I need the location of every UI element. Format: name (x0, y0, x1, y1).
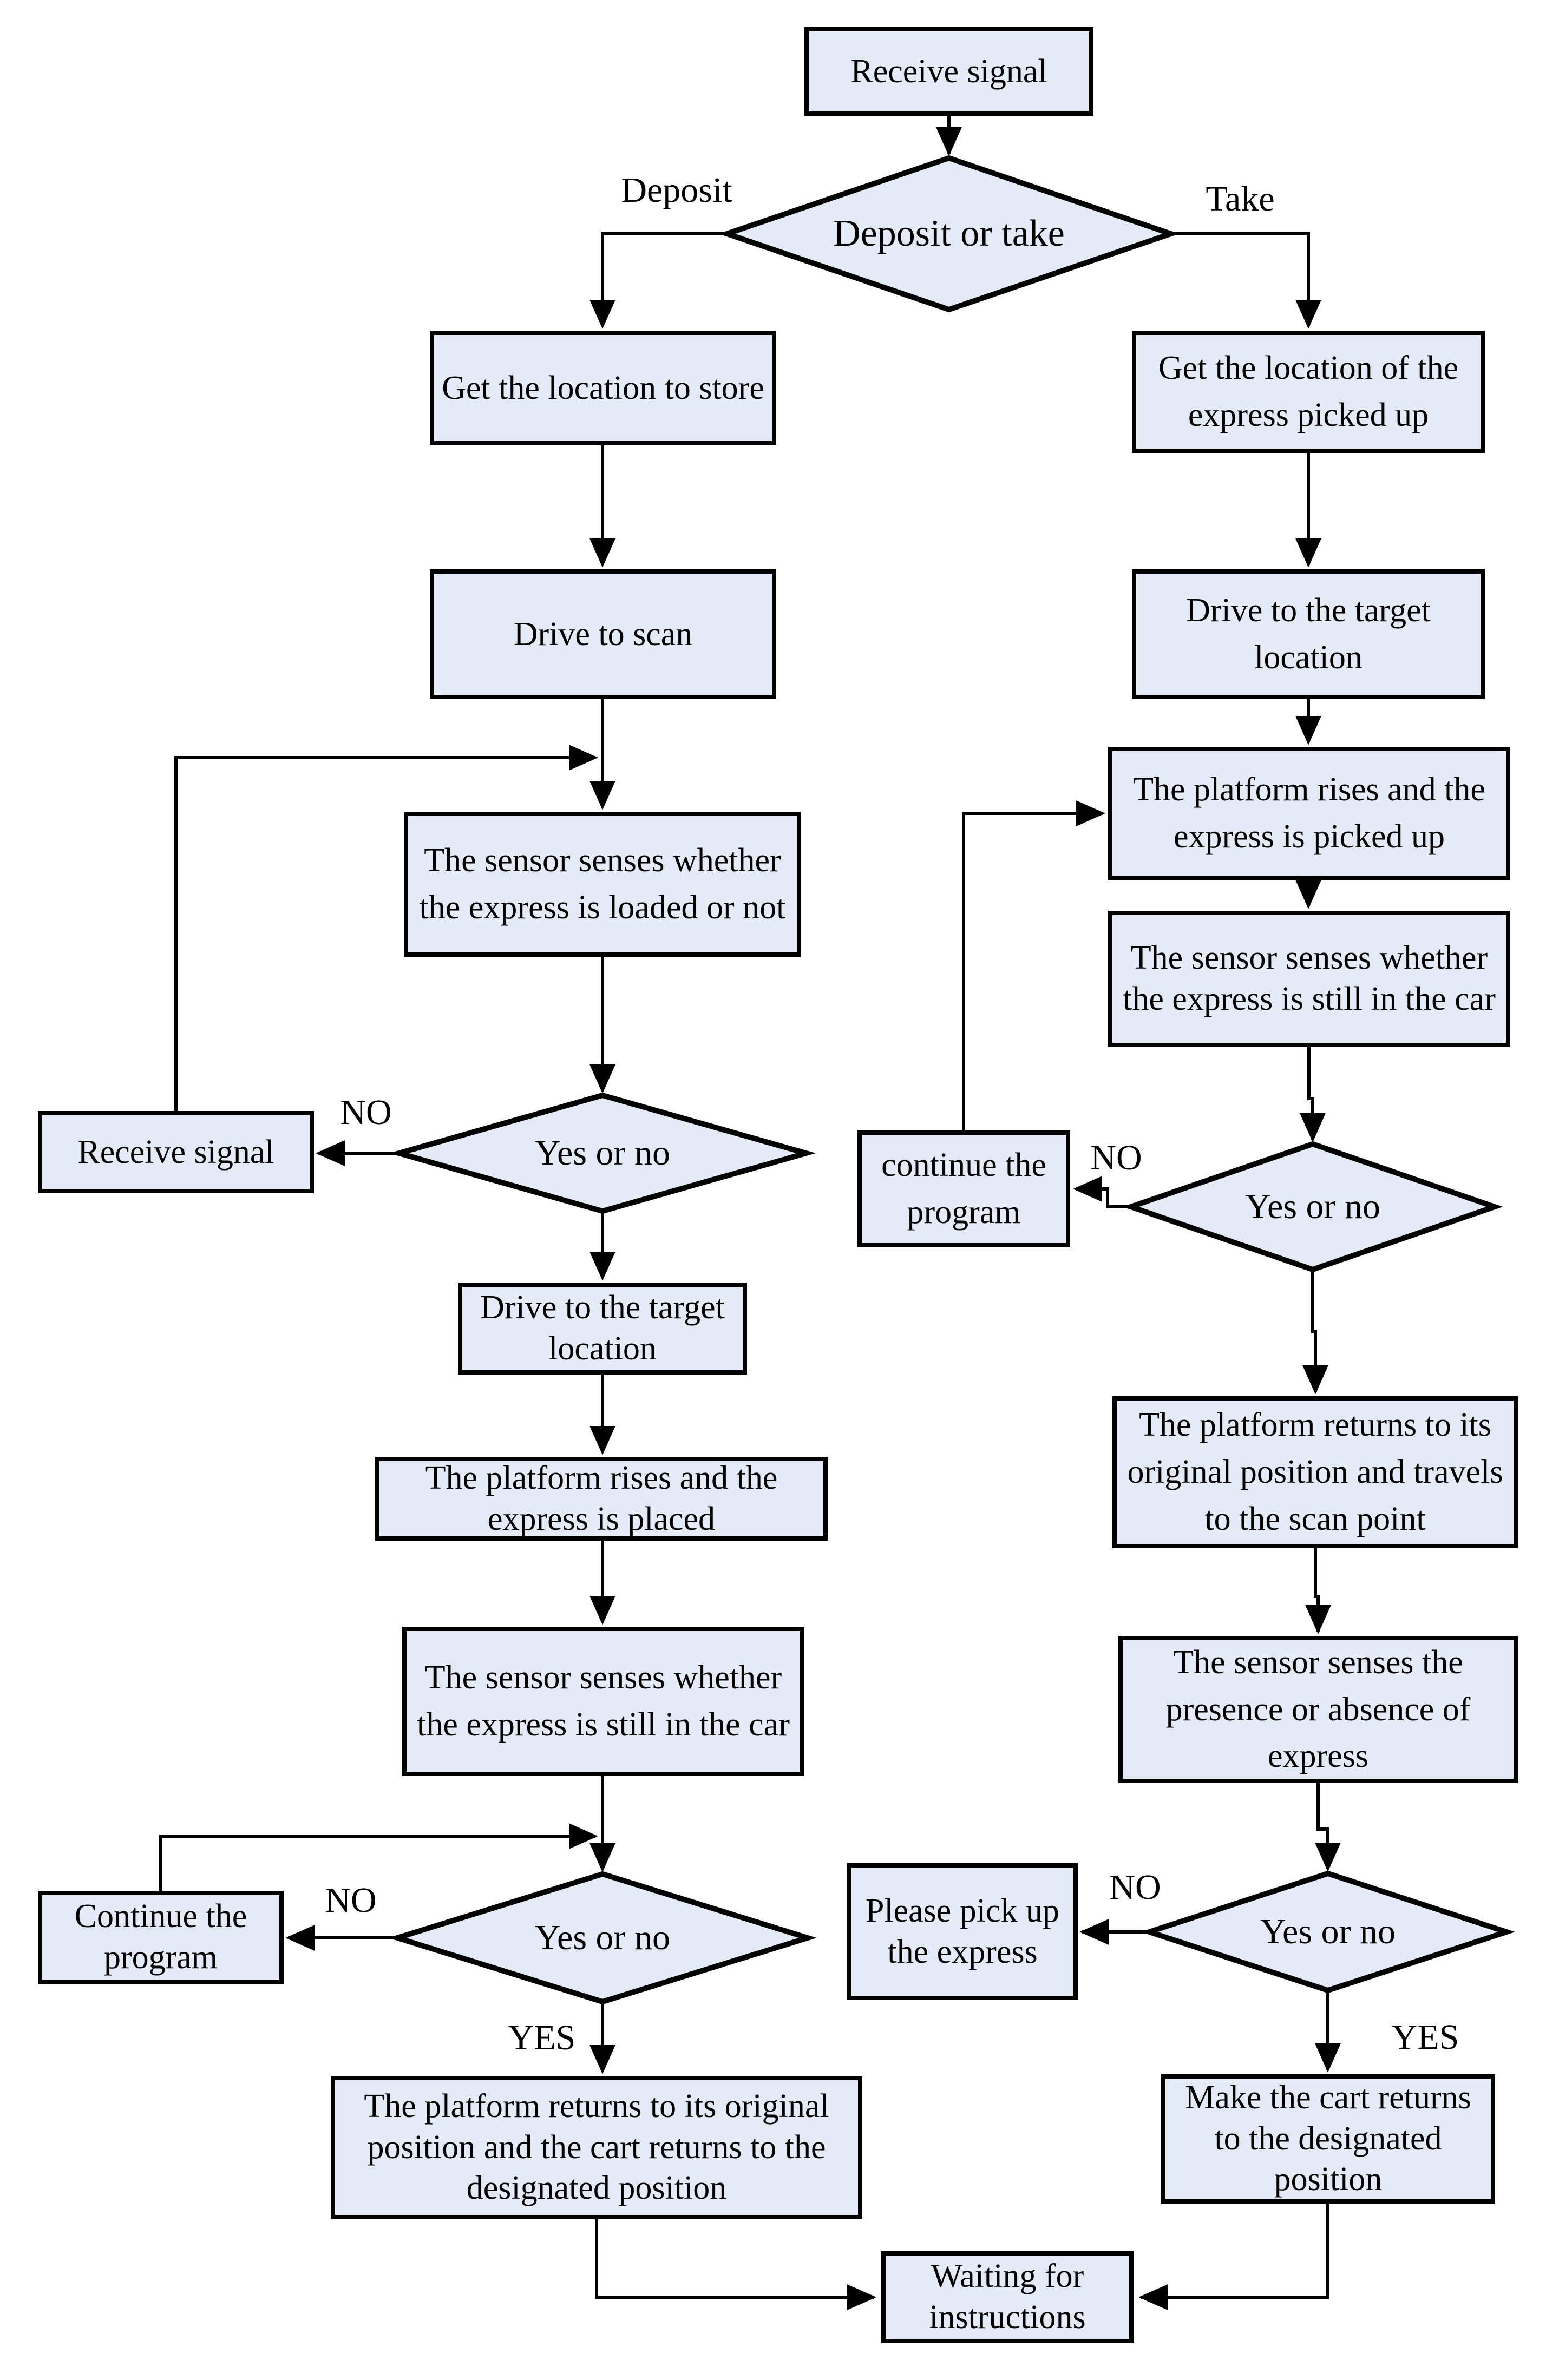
edge-label-no-right-lower: NO (1109, 1868, 1161, 1907)
node-sensor-loaded: The sensor senses whether the express is… (404, 812, 801, 957)
node-sensor-presence-label: The sensor senses the presence or absenc… (1165, 1643, 1471, 1775)
node-platform-rises-picked: The platform rises and the express is pi… (1108, 747, 1510, 880)
decision-deposit-or-take-shape (718, 155, 1180, 313)
edge-label-no-left-upper: NO (340, 1093, 392, 1132)
node-sensor-presence: The sensor senses the presence or absenc… (1118, 1636, 1518, 1783)
edge-loop-continue-left-back (159, 1823, 598, 1891)
node-receive-signal-top: Receive signal (804, 27, 1093, 116)
node-please-pick-up: Please pick up the express (847, 1863, 1078, 2000)
decision-deposit-or-take-label: Deposit or take (833, 213, 1065, 254)
node-platform-rises-picked-label: The platform rises and the express is pi… (1133, 771, 1485, 855)
edge-label-no-right-upper: NO (1090, 1138, 1142, 1178)
edge-label-take: Take (1206, 179, 1275, 219)
node-get-location-express: Get the location of the express picked u… (1132, 331, 1485, 453)
node-platform-returns-left-label: The platform returns to its original pos… (364, 2088, 829, 2207)
edge-no-to-continue-right (1073, 1176, 1131, 1208)
node-sensor-still-left-label: The sensor senses whether the express is… (417, 1659, 790, 1743)
node-waiting-instructions: Waiting for instructions (881, 2251, 1134, 2343)
node-get-location-express-label: Get the location of the express picked u… (1158, 350, 1459, 433)
decision-yes-no-right-lower-label: Yes or no (1260, 1912, 1396, 1951)
node-continue-program-right: continue the program (857, 1130, 1070, 1247)
node-platform-rises-placed-label: The platform rises and the express is pl… (425, 1459, 778, 1537)
node-make-cart-returns: Make the cart returns to the designated … (1161, 2074, 1495, 2204)
node-sensor-loaded-label: The sensor senses whether the express is… (419, 842, 786, 926)
edge-sensor-still-right-to-diamond3 (1300, 1047, 1326, 1142)
edge-label-deposit: Deposit (621, 170, 732, 210)
node-continue-program-right-label: continue the program (881, 1147, 1046, 1231)
edge-label-yes-right: YES (1391, 2017, 1459, 2057)
node-make-cart-returns-label: Make the cart returns to the designated … (1185, 2079, 1471, 2198)
decision-yes-no-left-upper-label: Yes or no (534, 1133, 671, 1173)
node-drive-target-right-label: Drive to the target location (1186, 592, 1431, 676)
edge-label-no-left-lower: NO (325, 1881, 377, 1920)
node-sensor-still-left: The sensor senses whether the express is… (402, 1627, 804, 1776)
node-platform-rises-placed: The platform rises and the express is pl… (375, 1457, 828, 1541)
edge-deposit-branch (589, 232, 729, 329)
node-platform-returns-right-label: The platform returns to its original pos… (1127, 1406, 1503, 1537)
decision-yes-no-right-upper-label: Yes or no (1244, 1187, 1381, 1226)
node-platform-returns-right: The platform returns to its original pos… (1112, 1396, 1518, 1548)
node-receive-signal-small: Receive signal (38, 1111, 314, 1193)
edge-label-yes-left: YES (508, 2018, 576, 2057)
decision-yes-no-left-lower-label: Yes or no (534, 1918, 671, 1957)
node-please-pick-up-label: Please pick up the express (865, 1892, 1060, 1970)
node-continue-program-left: Continue the program (38, 1891, 284, 1984)
edge-platform-returns-left-to-waiting (595, 2219, 876, 2310)
edge-make-cart-to-waiting (1138, 2204, 1329, 2310)
node-get-location-store: Get the location to store (430, 331, 776, 445)
node-drive-target-right: Drive to the target location (1132, 569, 1485, 699)
edge-loop-receive-small-back (174, 745, 598, 1111)
edge-diamond3-to-platform-returns-right (1302, 1270, 1328, 1395)
edge-platform-returns-right-to-sensor-presence (1305, 1548, 1331, 1634)
node-waiting-instructions-label: Waiting for instructions (929, 2258, 1086, 2336)
node-continue-program-left-label: Continue the program (74, 1898, 247, 1976)
node-drive-to-scan: Drive to scan (430, 569, 776, 699)
node-sensor-still-right-label: The sensor senses whether the express is… (1123, 939, 1496, 1017)
edge-loop-continue-right-back (962, 800, 1105, 1130)
node-drive-target-left-label: Drive to the target location (480, 1289, 725, 1367)
node-drive-target-left: Drive to the target location (458, 1283, 747, 1375)
node-receive-signal-small-label: Receive signal (77, 1133, 274, 1171)
node-receive-signal-top-label: Receive signal (850, 52, 1047, 90)
node-get-location-store-label: Get the location to store (442, 369, 764, 406)
edge-take-branch (1169, 232, 1321, 329)
edge-sensor-presence-to-diamond4 (1315, 1783, 1341, 1872)
node-drive-to-scan-label: Drive to scan (513, 615, 693, 653)
node-platform-returns-left: The platform returns to its original pos… (331, 2076, 862, 2219)
node-sensor-still-right: The sensor senses whether the express is… (1108, 911, 1510, 1047)
